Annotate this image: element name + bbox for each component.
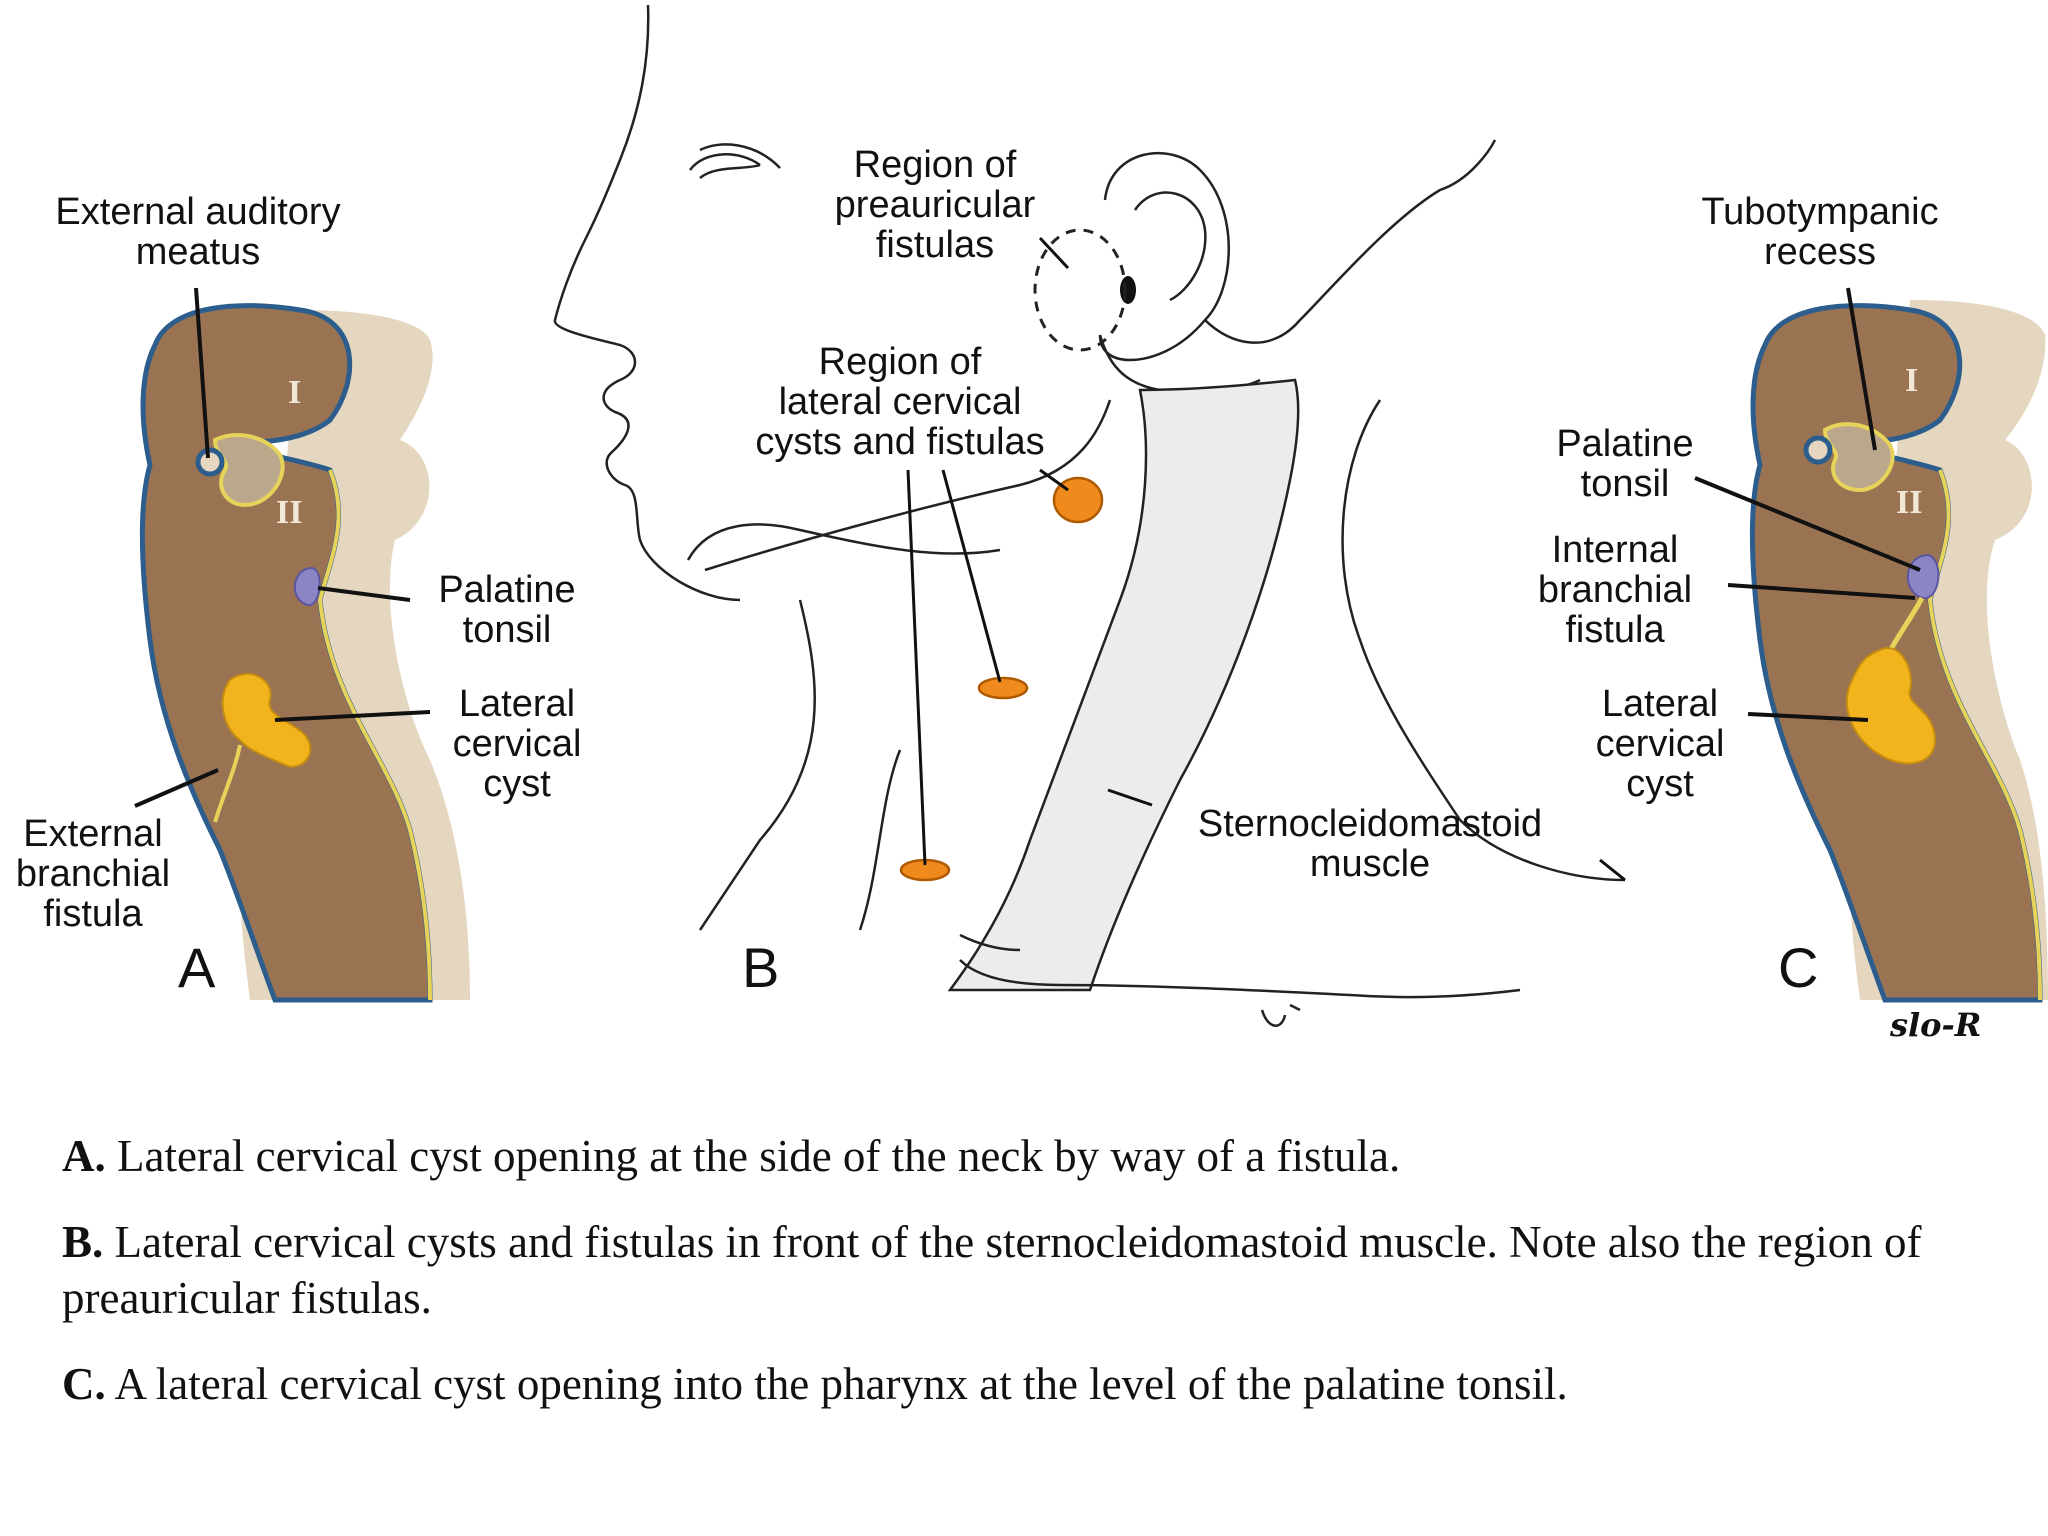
label-lateral-cervical-cyst-a: Lateral cervical cyst (452, 683, 582, 805)
label-region-lateral-cervical-cysts: Region of lateral cervical cysts and fis… (755, 341, 1045, 463)
panel-letter-a: A (178, 936, 216, 999)
caption-c-letter: C. (62, 1359, 106, 1409)
panel-b-ear (1098, 151, 1230, 362)
panel-a-drawing (134, 287, 470, 1003)
panel-b-cyst-middle (977, 676, 1029, 700)
caption-a: A. Lateral cervical cyst opening at the … (62, 1128, 1992, 1184)
panel-b-preauricular-region (1033, 228, 1127, 352)
panel-letter-c: C (1778, 936, 1819, 999)
panel-b-face-profile (553, 4, 741, 602)
caption-c: C. A lateral cervical cyst opening into … (62, 1356, 1992, 1412)
figure: External auditory meatus Palatine tonsil… (15, 4, 2048, 1044)
caption-c-text: A lateral cervical cyst opening into the… (105, 1359, 1568, 1409)
panel-b-eye (689, 153, 761, 179)
panel-c-tonsil (1906, 553, 1940, 600)
caption-b: B. Lateral cervical cysts and fistulas i… (62, 1214, 1992, 1326)
figure-drawing (134, 4, 2048, 1027)
panel-b-drawing (553, 4, 1626, 1027)
panel-a-tonsil (293, 566, 321, 606)
panel-c-drawing (1694, 287, 2048, 1003)
caption-b-text: Lateral cervical cysts and fistulas in f… (62, 1217, 1922, 1323)
panel-c-cyst (1845, 647, 1937, 765)
panel-letter-b: B (742, 936, 780, 999)
label-tubotympanic-recess: Tubotympanic recess (1701, 191, 1939, 273)
captions: A. Lateral cervical cyst opening at the … (62, 1128, 1992, 1442)
label-palatine-tonsil-c: Palatine tonsil (1556, 423, 1694, 505)
roman-numeral-i-a: I (288, 374, 302, 411)
caption-b-letter: B. (62, 1217, 104, 1267)
caption-a-letter: A. (62, 1131, 106, 1181)
label-lateral-cervical-cyst-c: Lateral cervical cyst (1595, 683, 1725, 805)
panel-a-pouch (212, 433, 285, 508)
label-palatine-tonsil-a: Palatine tonsil (438, 569, 576, 651)
label-internal-branchial-fistula: Internal branchial fistula (1537, 529, 1693, 651)
panel-a-cyst (221, 673, 312, 768)
panel-b-scm-muscle (947, 378, 1300, 992)
artist-signature: slo-R (1890, 1006, 1982, 1044)
label-external-auditory-meatus: External auditory meatus (55, 191, 341, 273)
roman-numeral-ii-a: II (276, 494, 303, 531)
label-region-preauricular-fistulas: Region of preauricular fistulas (834, 144, 1036, 266)
label-sternocleidomastoid-muscle: Sternocleidomastoid muscle (1197, 803, 1543, 885)
label-external-branchial-fistula: External branchial fistula (15, 813, 171, 935)
roman-numeral-i-c: I (1905, 362, 1919, 399)
caption-a-text: Lateral cervical cyst opening at the sid… (105, 1131, 1401, 1181)
roman-numeral-ii-c: II (1896, 484, 1923, 521)
